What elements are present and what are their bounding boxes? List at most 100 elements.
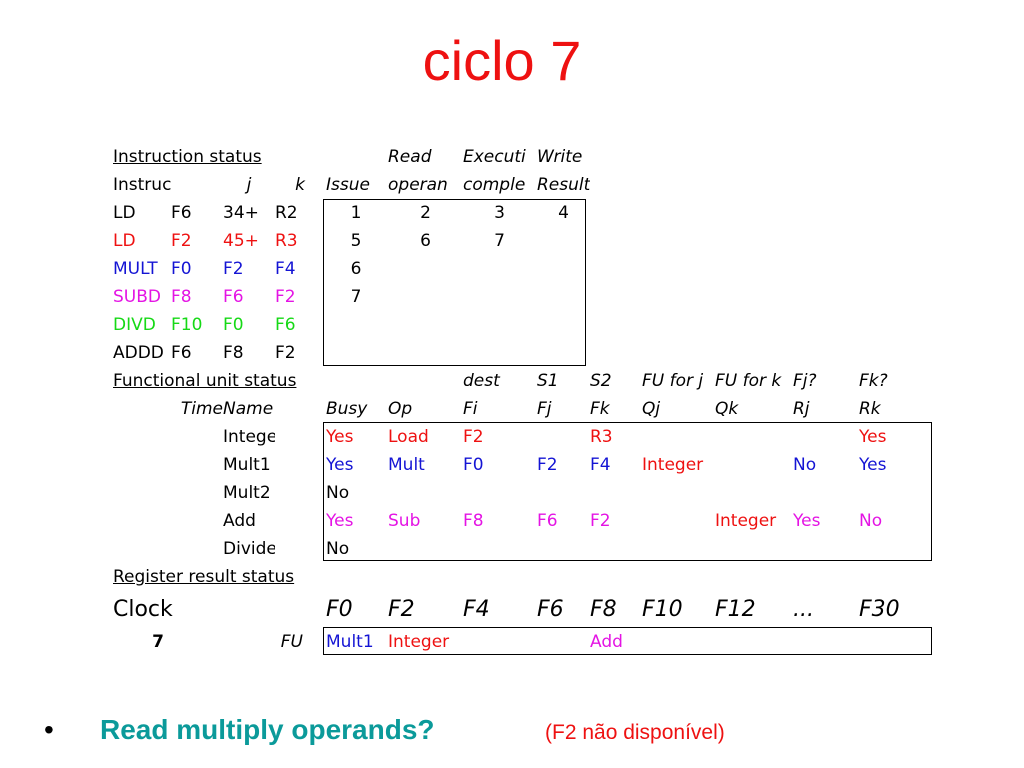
fu-fk: F4	[590, 455, 611, 475]
read-operands-cycle: 2	[420, 203, 431, 223]
instruction-k: R3	[275, 231, 298, 251]
fu-name: Mult1	[223, 455, 271, 475]
fu-header-2: Qj	[642, 399, 661, 419]
instruction-status-header-2: Result	[537, 175, 590, 195]
execution-complete-cycle: 3	[494, 203, 505, 223]
instruction-status-header-1: Write	[537, 147, 583, 167]
instruction-k: R2	[275, 203, 298, 223]
functional-unit-status-grid	[323, 422, 932, 561]
instruction-dest: F6	[171, 343, 192, 363]
register-header: F4	[463, 597, 490, 622]
fu-qj: Integer	[642, 455, 704, 475]
issue-cycle: 1	[350, 203, 362, 223]
bullet-question: Read multiply operands?	[100, 714, 435, 745]
fu-header-2: Qk	[715, 399, 739, 419]
fu-busy: Yes	[326, 427, 354, 447]
fu-header-2: Rk	[859, 399, 881, 419]
instruction-j: F8	[223, 343, 244, 363]
read-operands-cycle: 6	[420, 231, 431, 251]
fu-header-2: Fi	[463, 399, 478, 419]
clock-label: Clock	[113, 597, 173, 622]
instruction-status-header-2: j	[246, 175, 252, 195]
fu-busy: Yes	[326, 511, 354, 531]
bullet-marker: •	[44, 714, 54, 745]
issue-cycle: 7	[350, 287, 362, 307]
fu-header-2: Op	[388, 399, 413, 419]
instruction-k: F6	[275, 315, 296, 335]
instruction-status-header-1: Executi	[463, 147, 526, 167]
instruction-status-title: Instruction status	[113, 147, 262, 167]
register-header: F12	[715, 597, 756, 622]
instruction-dest: F6	[171, 203, 192, 223]
fu-header-1: FU for k	[715, 371, 782, 391]
register-header: F0	[326, 597, 353, 622]
register-result-status-title: Register result status	[113, 567, 295, 587]
fu-fi: F0	[463, 455, 484, 475]
instruction-op: SUBD	[113, 287, 161, 307]
instruction-op: ADDD	[113, 343, 164, 363]
instruction-status-header-2: operan	[388, 175, 448, 195]
register-header: F8	[590, 597, 617, 622]
instruction-k: F4	[275, 259, 296, 279]
instruction-j: F2	[223, 259, 244, 279]
fu-header-2: Time	[180, 399, 223, 419]
instruction-j: F0	[223, 315, 244, 335]
register-result-grid	[323, 627, 932, 655]
register-fu-value: Integer	[388, 632, 450, 652]
fu-header-2: Rj	[793, 399, 810, 419]
instruction-dest: F0	[171, 259, 192, 279]
instruction-status-grid	[323, 199, 586, 366]
register-fu-value: Mult1	[326, 632, 374, 652]
fu-header-1: S1	[537, 371, 559, 391]
fu-header-1: S2	[590, 371, 612, 391]
fu-row-label: FU	[280, 632, 303, 652]
fu-name: Add	[223, 511, 256, 531]
fu-header-1: Fj?	[793, 371, 817, 391]
fu-busy: No	[326, 483, 350, 503]
instruction-status-header-2: k	[295, 175, 305, 195]
register-header: F10	[642, 597, 683, 622]
fu-fj: F2	[537, 455, 558, 475]
fu-op: Sub	[388, 511, 421, 531]
issue-cycle: 5	[350, 231, 362, 251]
instruction-j: 45+	[223, 231, 259, 251]
issue-cycle: 6	[350, 259, 362, 279]
register-header: F6	[537, 597, 564, 622]
fu-fj: F6	[537, 511, 558, 531]
fu-fk: F2	[590, 511, 611, 531]
fu-busy: No	[326, 539, 350, 559]
instruction-j: 34+	[223, 203, 259, 223]
fu-op: Mult	[388, 455, 425, 475]
register-header: F2	[388, 597, 415, 622]
execution-complete-cycle: 7	[494, 231, 505, 251]
instruction-j: F6	[223, 287, 244, 307]
fu-rj: No	[793, 455, 817, 475]
functional-unit-status-title: Functional unit status	[113, 371, 297, 391]
fu-header-2: Name	[223, 399, 274, 419]
fu-name: Integer	[223, 427, 275, 447]
fu-header-2: Fk	[590, 399, 610, 419]
register-header: ...	[793, 597, 814, 622]
fu-header-1: Fk?	[859, 371, 888, 391]
fu-header-2: Fj	[537, 399, 552, 419]
slide-title: ciclo 7	[422, 29, 582, 92]
fu-fk: R3	[590, 427, 613, 447]
fu-name: Mult2	[223, 483, 271, 503]
fu-fi: F2	[463, 427, 484, 447]
fu-header-1: FU for j	[642, 371, 704, 391]
instruction-status-header-2: Issue	[326, 175, 370, 195]
fu-rk: Yes	[859, 427, 887, 447]
fu-rk: No	[859, 511, 883, 531]
fu-rj: Yes	[793, 511, 821, 531]
instruction-dest: F10	[171, 315, 203, 335]
register-fu-value: Add	[590, 632, 623, 652]
instruction-op: MULT	[113, 259, 158, 279]
instruction-dest: F2	[171, 231, 192, 251]
instruction-op: LD	[113, 231, 136, 251]
fu-busy: Yes	[326, 455, 354, 475]
instruction-status-header-2: Instructior	[113, 175, 171, 195]
instruction-k: F2	[275, 343, 296, 363]
instruction-op: LD	[113, 203, 136, 223]
write-result-cycle: 4	[558, 203, 569, 223]
register-header: F30	[859, 597, 900, 622]
